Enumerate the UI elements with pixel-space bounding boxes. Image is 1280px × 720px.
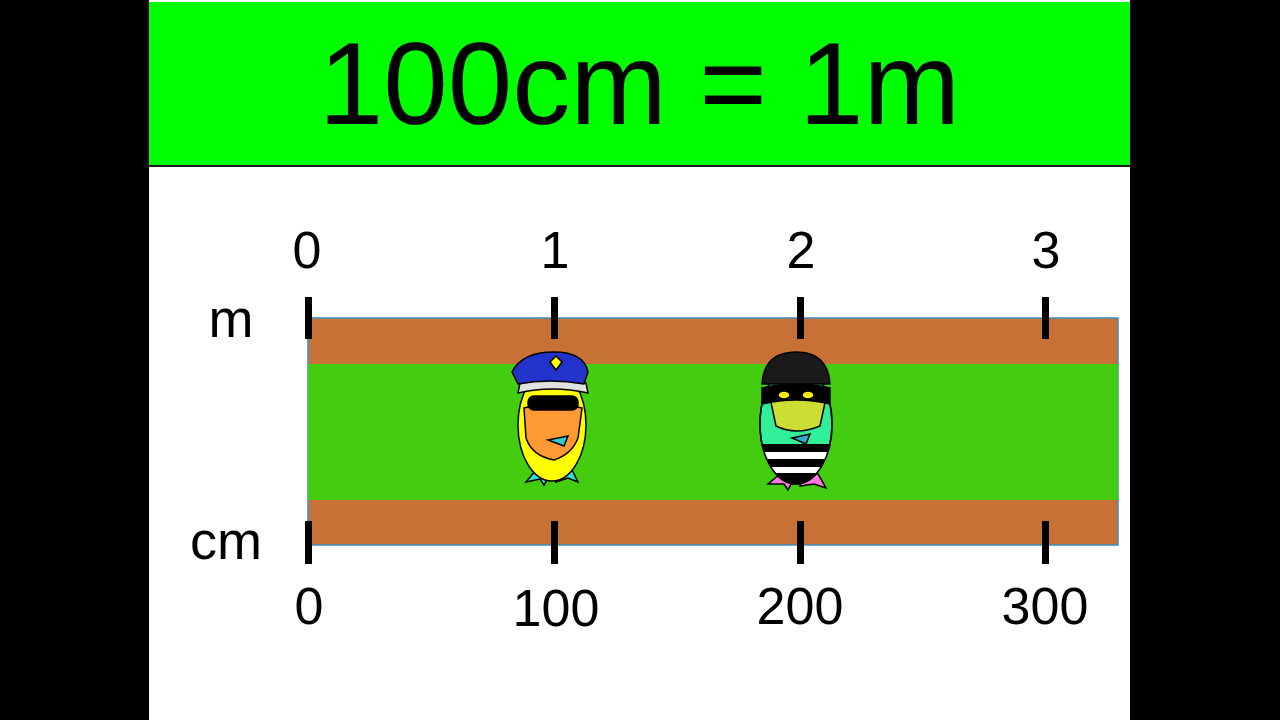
metre-value: 1: [541, 224, 570, 276]
police-bird: [512, 352, 588, 485]
metre-value: 2: [787, 224, 816, 276]
centimetre-value: 100: [513, 582, 600, 634]
road: [308, 318, 1118, 545]
metre-value: 3: [1032, 224, 1061, 276]
title-text: 100cm = 1m: [319, 26, 961, 142]
band-rule: [149, 165, 1130, 167]
white-panel: [149, 0, 1130, 720]
title-band: [149, 2, 1130, 166]
unit-label: m: [209, 291, 254, 345]
centimetre-value: 200: [757, 580, 844, 632]
centimetre-value: 300: [1002, 580, 1089, 632]
tick-marks: [305, 297, 1049, 564]
unit-label: cm: [190, 513, 262, 567]
metre-value: 0: [293, 224, 322, 276]
robber-bird: [756, 352, 836, 490]
centimetre-value: 0: [295, 580, 324, 632]
grass-strip: [308, 364, 1118, 500]
